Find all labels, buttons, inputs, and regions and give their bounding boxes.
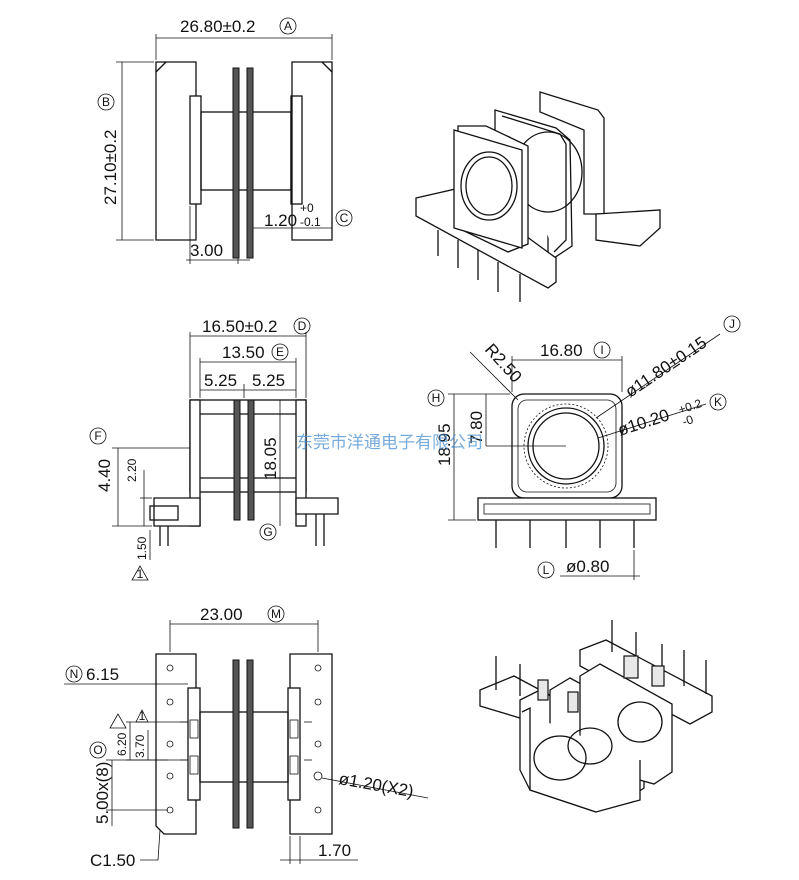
- marker-n: N: [70, 667, 79, 681]
- top-flange-tol-dn: -0.1: [300, 215, 321, 229]
- bottom-slot-width: 3.70: [133, 734, 147, 758]
- marker-t1: 1: [137, 567, 144, 581]
- side-width: 16.80: [540, 341, 583, 360]
- front-view: 16.50±0.2 D 13.50 E 5.25 5.25 18.05 G 4.…: [89, 317, 339, 581]
- side-inner-tol-dn: -0: [681, 412, 696, 429]
- marker-h: H: [432, 391, 441, 405]
- front-width-total: 16.50±0.2: [202, 317, 278, 336]
- marker-d: D: [298, 319, 307, 333]
- front-slot-b: 5.25: [252, 371, 285, 390]
- front-pin-short: 1.50: [135, 536, 149, 560]
- marker-b: B: [102, 95, 110, 109]
- bottom-pitch: 5.00x(8): [93, 762, 112, 824]
- marker-o: O: [93, 743, 102, 757]
- bottom-slot-height: 6.20: [115, 732, 129, 756]
- top-height-dim: 27.10±0.2: [101, 129, 120, 205]
- marker-k: K: [714, 395, 722, 409]
- top-flange-dim: 1.20: [264, 211, 297, 230]
- top-width-dim: 26.80±0.2: [180, 17, 256, 36]
- bottom-n-dim: 6.15: [86, 665, 119, 684]
- marker-i: I: [600, 343, 603, 357]
- marker-a: A: [284, 19, 292, 33]
- watermark-text: 东莞市洋通电子有限公司: [296, 433, 483, 453]
- front-width-inner: 13.50: [222, 343, 265, 362]
- top-view: 26.80±0.2 A 27.10±0.2 B 3.00 1.20 +0 -0.…: [97, 17, 353, 264]
- marker-m: M: [271, 607, 281, 621]
- bottom-chamfer: C1.50: [90, 851, 135, 870]
- side-pin-dia: ø0.80: [566, 557, 609, 576]
- side-inner-dia: ø10.20: [615, 405, 671, 439]
- side-height: 18.95: [435, 423, 454, 466]
- marker-c: C: [340, 211, 349, 225]
- marker-j: J: [729, 317, 735, 331]
- isometric-view-2: [479, 620, 713, 813]
- marker-e: E: [276, 345, 284, 359]
- top-flange-tol-up: +0: [300, 201, 314, 215]
- top-pin-offset: 3.00: [190, 241, 223, 260]
- front-core-height: 18.05: [261, 437, 280, 480]
- bottom-width: 23.00: [200, 605, 243, 624]
- marker-l: L: [543, 563, 550, 577]
- marker-f: F: [94, 429, 101, 443]
- side-outer-dia: ø11.80±0.15: [622, 333, 711, 401]
- bottom-rail: 1.70: [318, 841, 351, 860]
- front-step-height: 2.20: [125, 458, 139, 482]
- side-offset: 7.80: [467, 411, 486, 444]
- marker-t2: 1: [139, 709, 146, 723]
- isometric-view-1: [415, 91, 661, 302]
- bottom-hole-dia: ø1.20(X2): [337, 769, 415, 801]
- marker-g: G: [263, 525, 272, 539]
- front-base-height: 4.40: [95, 459, 114, 492]
- side-radius: R2.50: [481, 340, 525, 386]
- front-slot-a: 5.25: [204, 371, 237, 390]
- bottom-view: 23.00 M N 6.15 1 6.20 3.70 5.00x(8) O ø1…: [64, 605, 429, 870]
